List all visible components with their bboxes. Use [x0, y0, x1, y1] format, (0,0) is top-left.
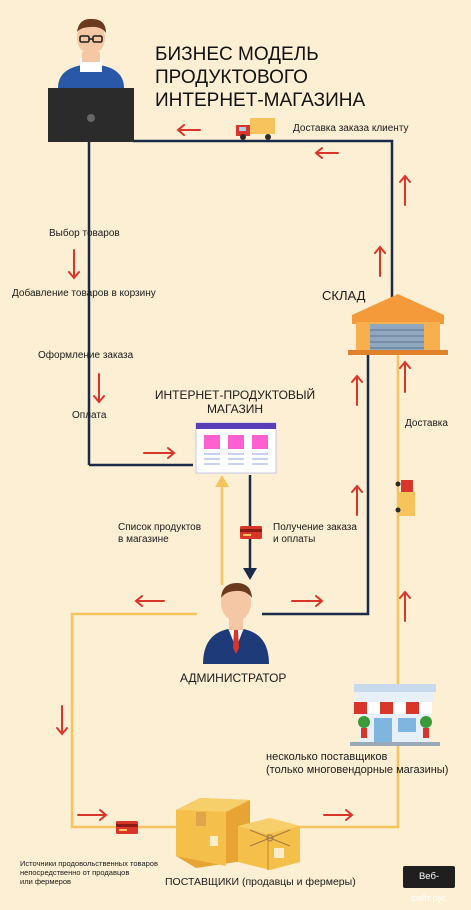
shop-to-admin-arrowhead — [243, 568, 257, 580]
online-shop-label-line-2: МАГАЗИН — [206, 402, 264, 416]
multivendor-label-line-1: несколько поставщиков — [266, 751, 388, 763]
title-line-1: БИЗНЕС МОДЕЛЬ — [155, 43, 319, 65]
sources-label-line-2: непосредственно от продавцов — [20, 868, 130, 877]
credit-card-bottom-icon — [116, 821, 138, 834]
sources-label: Источники продовольственных товаров непо… — [20, 859, 158, 886]
receive-order-label-line-1: Получение заказа — [273, 522, 357, 533]
delivery-to-client-label: Доставка заказа клиенту — [293, 123, 409, 134]
product-list-label-line-2: в магазине — [118, 534, 169, 545]
receive-order-label: Получение заказа и оплаты — [273, 522, 357, 546]
warehouse-icon — [348, 294, 448, 355]
online-shop-icon — [195, 422, 277, 474]
arrow-right-bottom-1 — [77, 809, 108, 821]
arrow-left-admin — [134, 595, 165, 607]
suppliers-label: ПОСТАВЩИКИ (продавцы и фермеры) — [165, 876, 356, 888]
sources-label-line-3: или фермеров — [20, 877, 72, 886]
step-checkout: Оформление заказа — [38, 350, 134, 361]
supplier-boxes-icon — [176, 798, 300, 870]
warehouse-to-client-line — [133, 139, 394, 305]
arrow-down-1 — [68, 249, 80, 280]
delivery-truck-top-icon — [236, 118, 275, 140]
online-shop-label-line-1: ИНТЕРНЕТ-ПРОДУКТОВЫЙ — [154, 388, 316, 402]
red-arrows — [56, 124, 411, 821]
client-person-icon — [58, 18, 124, 88]
multivendor-store-icon — [350, 684, 440, 746]
product-list-label: Список продуктов в магазине — [118, 522, 201, 546]
arrow-up-3 — [399, 360, 411, 393]
delivery-truck-side-icon — [395, 480, 415, 516]
arrow-up-2 — [374, 245, 386, 277]
laptop-icon — [48, 88, 134, 142]
admin-to-suppliers-line — [70, 612, 197, 829]
arrow-left-delivery-2 — [314, 147, 339, 159]
arrow-down-2 — [93, 373, 105, 404]
administrator-label: АДМИНИСТРАТОР — [180, 671, 287, 685]
watermark-logo: Веб-сайт.рус — [403, 866, 455, 904]
title-line-2: ПРОДУКТОВОГО — [155, 66, 308, 88]
arrow-right-to-shop — [143, 447, 176, 459]
delivery-label: Доставка — [405, 418, 448, 429]
arrow-right-bottom-2 — [323, 809, 354, 821]
sources-label-line-1: Источники продовольственных товаров — [20, 859, 158, 868]
step-add-to-cart: Добавление товаров в корзину — [12, 288, 156, 299]
arrow-up-1 — [399, 174, 411, 206]
credit-card-icon — [240, 526, 262, 539]
arrow-down-3 — [56, 705, 68, 736]
arrow-up-5 — [351, 484, 363, 516]
title-line-3: ИНТЕРНЕТ-МАГАЗИНА — [155, 89, 366, 111]
warehouse-label: СКЛАД — [322, 288, 366, 303]
arrow-up-6 — [399, 590, 411, 622]
admin-to-warehouse-line — [262, 352, 370, 616]
receive-order-label-line-2: и оплаты — [273, 534, 316, 545]
online-shop-label: ИНТЕРНЕТ-ПРОДУКТОВЫЙ МАГАЗИН — [150, 388, 320, 416]
multivendor-label-line-2: (только многовендорные магазины) — [266, 764, 449, 776]
client-flow-lines — [87, 139, 394, 616]
arrow-up-4 — [351, 374, 363, 406]
step-choose-products: Выбор товаров — [49, 228, 120, 239]
product-list-label-line-1: Список продуктов — [118, 522, 202, 533]
step-payment: Оплата — [72, 410, 107, 421]
page-title: БИЗНЕС МОДЕЛЬ ПРОДУКТОВОГО ИНТЕРНЕТ-МАГА… — [155, 43, 465, 112]
administrator-icon — [203, 583, 269, 664]
admin-to-shop-arrowhead — [215, 475, 229, 487]
arrow-left-to-client — [176, 124, 201, 136]
arrow-right-admin — [291, 595, 324, 607]
multivendor-label: несколько поставщиков (только многовендо… — [266, 751, 448, 777]
